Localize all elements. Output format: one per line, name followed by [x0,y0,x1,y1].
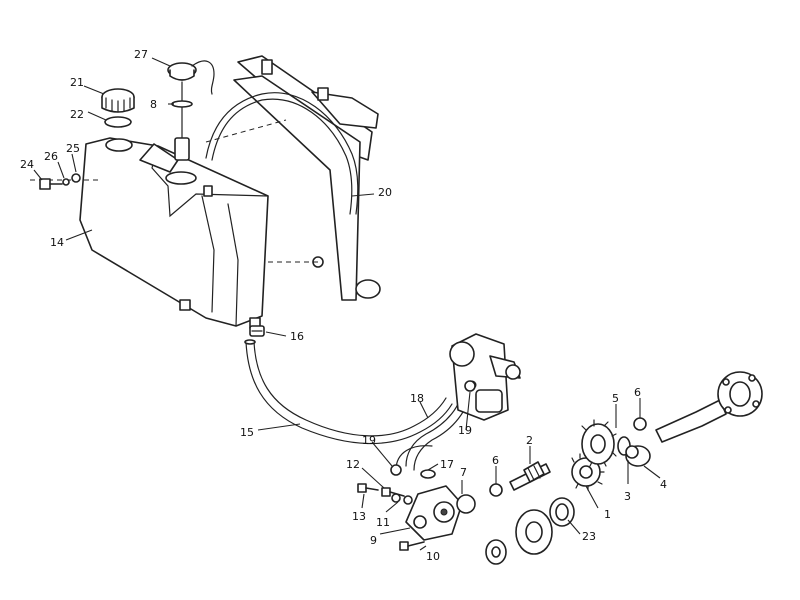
spur-gear [485,539,507,565]
pump-screw [399,541,425,551]
callout-10: 10 [426,550,440,563]
callout-3: 3 [624,490,631,503]
callout-13: 13 [352,510,366,523]
bushing [549,497,575,527]
tank-bolt [39,178,63,190]
primary-gear [581,419,617,467]
shaft-washer-2 [633,417,647,431]
pump-bolt [357,483,379,493]
callout-17: 17 [440,458,454,471]
callout-6b: 6 [492,454,499,467]
carburettor [449,333,521,421]
banjo-washer-top [464,380,476,392]
callout-5: 5 [612,392,619,405]
crank-gear [515,509,553,555]
level-sensor [167,60,215,161]
pump-drive-shaft [509,461,551,491]
callout-6a: 6 [634,386,641,399]
callout-16: 16 [290,330,304,343]
callout-26: 26 [44,150,58,163]
pump-gasket [456,494,476,514]
spacer [625,445,651,467]
callout-24: 24 [20,158,34,171]
callout-18: 18 [410,392,424,405]
callout-22: 22 [70,108,84,121]
feed-hose-inner [253,341,447,437]
callout-27: 27 [134,48,148,61]
oil-tank [79,137,269,329]
callout-14: 14 [50,236,64,249]
callout-8: 8 [150,98,157,111]
washer-large [71,173,81,183]
callout-20: 20 [378,186,392,199]
washer-small [62,178,70,186]
callout-23: 23 [582,530,596,543]
callout-2: 2 [526,434,533,447]
pump-drive-gear [571,453,605,491]
vent-hose [205,92,359,215]
tank-cap [101,88,135,113]
feed-hose [245,341,453,445]
callout-9: 9 [370,534,377,547]
callout-7: 7 [460,466,467,479]
callout-4: 4 [660,478,667,491]
crankshaft [655,371,763,443]
callout-11: 11 [376,516,390,529]
sensor-o-ring [171,100,193,108]
banjo-washer-left [390,464,402,476]
callout-25: 25 [66,142,80,155]
hose-clamp [249,325,265,337]
oil-pump [405,485,463,541]
callout-21: 21 [70,76,84,89]
shaft-washer [489,483,503,497]
callout-15: 15 [240,426,254,439]
callout-19b: 19 [458,424,472,437]
callout-19a: 19 [362,434,376,447]
cap-seal [104,116,132,128]
sealing-washer-2 [403,495,413,505]
vent-hose-inner [211,98,353,215]
sealing-washer-1 [391,493,401,503]
callout-12: 12 [346,458,360,471]
callout-1: 1 [604,508,611,521]
